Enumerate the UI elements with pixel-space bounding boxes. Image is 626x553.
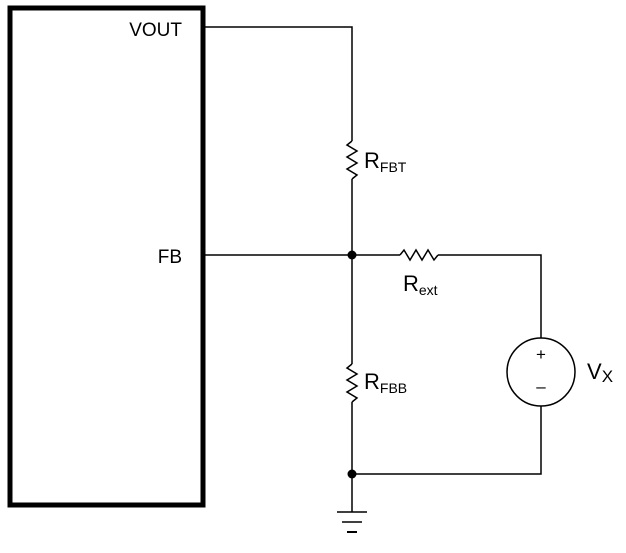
resistor-rext	[399, 248, 439, 262]
wire-source-to-ground-node	[352, 406, 542, 475]
label-rfbt-sub: FBT	[380, 159, 407, 175]
ground-icon	[337, 511, 367, 533]
label-rfbt-main: R	[364, 148, 380, 173]
label-vx-sub: X	[602, 367, 613, 386]
resistor-rfbb	[345, 363, 359, 403]
label-rfbb: RFBB	[364, 369, 407, 396]
label-vx-main: V	[587, 359, 602, 384]
wire-rext-to-source	[438, 254, 542, 338]
label-rfbb-main: R	[364, 369, 380, 394]
label-rext-main: R	[403, 271, 419, 296]
label-rext: Rext	[403, 271, 438, 298]
pin-label-vout: VOUT	[129, 20, 182, 41]
source-minus-sign: –	[536, 377, 546, 396]
resistor-rfbt	[345, 140, 359, 180]
source-plus-sign: +	[536, 345, 546, 364]
label-rfbt: RFBT	[364, 148, 407, 175]
pin-label-fb: FB	[158, 247, 182, 268]
label-rext-sub: ext	[419, 282, 438, 298]
ic-block	[7, 5, 206, 508]
label-vx: VX	[587, 359, 613, 386]
label-rfbb-sub: FBB	[380, 380, 407, 396]
vout-wire	[203, 26, 353, 141]
